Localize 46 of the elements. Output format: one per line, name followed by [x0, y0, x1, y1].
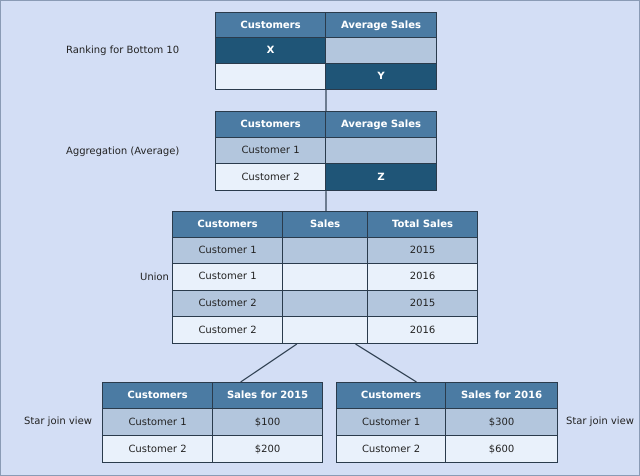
data-table	[336, 382, 558, 463]
table-cell: $200	[212, 435, 323, 463]
table-cell: $100	[212, 408, 323, 436]
table-cell: Customer 1	[336, 408, 446, 436]
table-cell: Customer 2	[102, 435, 213, 463]
table-cell: Customer 1	[215, 136, 326, 164]
highlighted-cell: X	[215, 37, 326, 64]
table-cell: Customer 2	[172, 316, 283, 344]
connector-line	[325, 191, 327, 211]
table-cell: 2015	[367, 290, 478, 318]
table-caption: Ranking for Bottom 10	[66, 45, 180, 56]
header-cell: Customers	[172, 211, 283, 238]
table-cell: $300	[445, 408, 558, 436]
data-table	[172, 211, 478, 344]
table-cell: Customer 1	[172, 236, 283, 264]
header-cell: Customers	[215, 111, 326, 138]
header-cell: Sales	[282, 211, 368, 238]
table-caption: Star join view	[566, 416, 634, 427]
connector-line	[325, 90, 327, 111]
header-cell: Customers	[215, 12, 326, 38]
header-cell: Customers	[336, 382, 446, 409]
table-cell: $600	[445, 435, 558, 463]
header-cell: Customers	[102, 382, 213, 409]
table-caption: Star join view	[24, 416, 92, 427]
connector-line	[355, 344, 417, 382]
connector-line	[240, 344, 298, 382]
header-cell: Average Sales	[325, 12, 437, 38]
table-caption: Union	[140, 272, 169, 283]
table-cell: 2016	[367, 263, 478, 291]
highlighted-cell: Z	[325, 163, 437, 192]
table-cell: Customer 2	[215, 163, 326, 192]
table-cell: 2016	[367, 316, 478, 344]
table-cell: Customer 2	[336, 435, 446, 463]
header-cell: Average Sales	[325, 111, 437, 138]
table-cell: 2015	[367, 236, 478, 264]
header-cell: Sales for 2016	[445, 382, 558, 409]
data-table	[102, 382, 323, 463]
table-cell: Customer 2	[172, 290, 283, 318]
header-cell: Sales for 2015	[212, 382, 323, 409]
table-caption: Aggregation (Average)	[66, 146, 180, 157]
data-table	[215, 111, 437, 192]
table-cell: Customer 1	[102, 408, 213, 436]
data-table	[215, 12, 437, 90]
table-cell: Customer 1	[172, 263, 283, 291]
highlighted-cell: Y	[325, 63, 437, 90]
header-cell: Total Sales	[367, 211, 478, 238]
